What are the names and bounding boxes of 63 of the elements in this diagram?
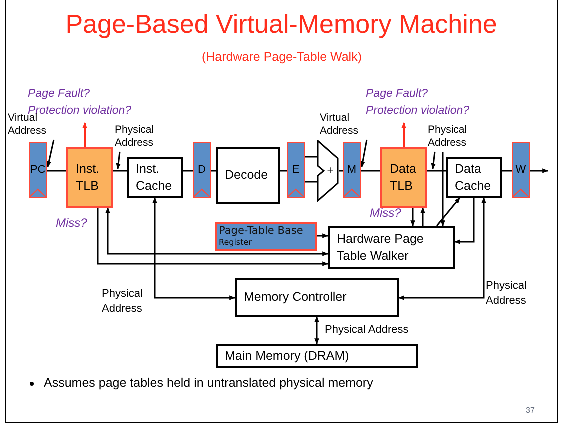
address-label: Physical Address [115, 124, 156, 150]
pipeline-register [29, 142, 47, 198]
leader-arrow [116, 152, 122, 170]
pipeline-register [287, 142, 305, 198]
connector-arrow [436, 198, 461, 226]
register-label: E [292, 162, 300, 178]
process-box [216, 147, 280, 204]
edge-label: Physical Address [325, 322, 409, 338]
box-label: Data Cache [455, 160, 492, 194]
tlb-box [380, 147, 427, 208]
box-label: Memory Controller [244, 289, 347, 306]
miss-label: Miss? [370, 205, 402, 222]
connector-arrow [314, 316, 320, 345]
process-box [446, 157, 502, 198]
connector-arrow [106, 207, 329, 256]
box-label: Data TLB [390, 160, 417, 194]
connector-arrow [152, 197, 236, 300]
register-label: M [347, 162, 357, 178]
box-label: Main Memory (DRAM) [225, 348, 350, 364]
base-register [215, 222, 317, 251]
pipeline-register [512, 142, 530, 198]
box-label: Hardware Page Table Walker [337, 230, 425, 264]
connector-arrow [82, 122, 88, 147]
address-label: Physical Address [428, 124, 468, 150]
connector-arrow [398, 197, 486, 300]
register-label: D [198, 162, 206, 178]
connector-arrow [410, 208, 416, 227]
warning-text: Page Fault? [366, 87, 430, 102]
miss-label: Miss? [56, 215, 88, 232]
register-label: W [516, 162, 526, 178]
warning-text: Page Fault? [28, 87, 92, 102]
pipeline-register [193, 142, 211, 198]
register-sublabel: Register [219, 238, 253, 248]
bullet-note: Assumes page tables held in untranslated physical memory [44, 375, 374, 392]
process-box [216, 344, 418, 368]
process-box [127, 157, 183, 198]
address-label: Physical Address [102, 287, 144, 317]
process-box [235, 278, 399, 317]
title: Page-Based Virtual-Memory Machine [64, 8, 498, 40]
connector-arrow [46, 140, 55, 168]
register-label: Page-Table Base [219, 225, 304, 238]
address-label: Virtual Address [320, 112, 360, 138]
box-label: Decode [225, 167, 268, 184]
pipeline-register [343, 142, 361, 198]
page-number: 37 [526, 405, 535, 417]
connector-arrow [97, 208, 329, 266]
connector-arrow [402, 122, 406, 147]
warning-text: Protection violation? [366, 104, 471, 119]
tlb-box [66, 147, 113, 208]
connector-arrow [420, 207, 426, 226]
subtitle: (Hardware Page-Table Walk) [202, 49, 362, 66]
box-label: Inst. TLB [76, 160, 101, 194]
operator-label: + [326, 164, 334, 179]
leader-arrow [530, 168, 549, 174]
address-label: Physical Address [486, 279, 528, 309]
connector-arrow [454, 198, 475, 244]
leader-arrow [431, 152, 436, 170]
register-label: PC [30, 162, 46, 178]
connector-arrow [317, 234, 329, 238]
process-box [328, 226, 455, 269]
connector-arrow [360, 140, 368, 168]
connector-arrow [440, 152, 446, 227]
box-label: Inst. Cache [136, 160, 174, 194]
